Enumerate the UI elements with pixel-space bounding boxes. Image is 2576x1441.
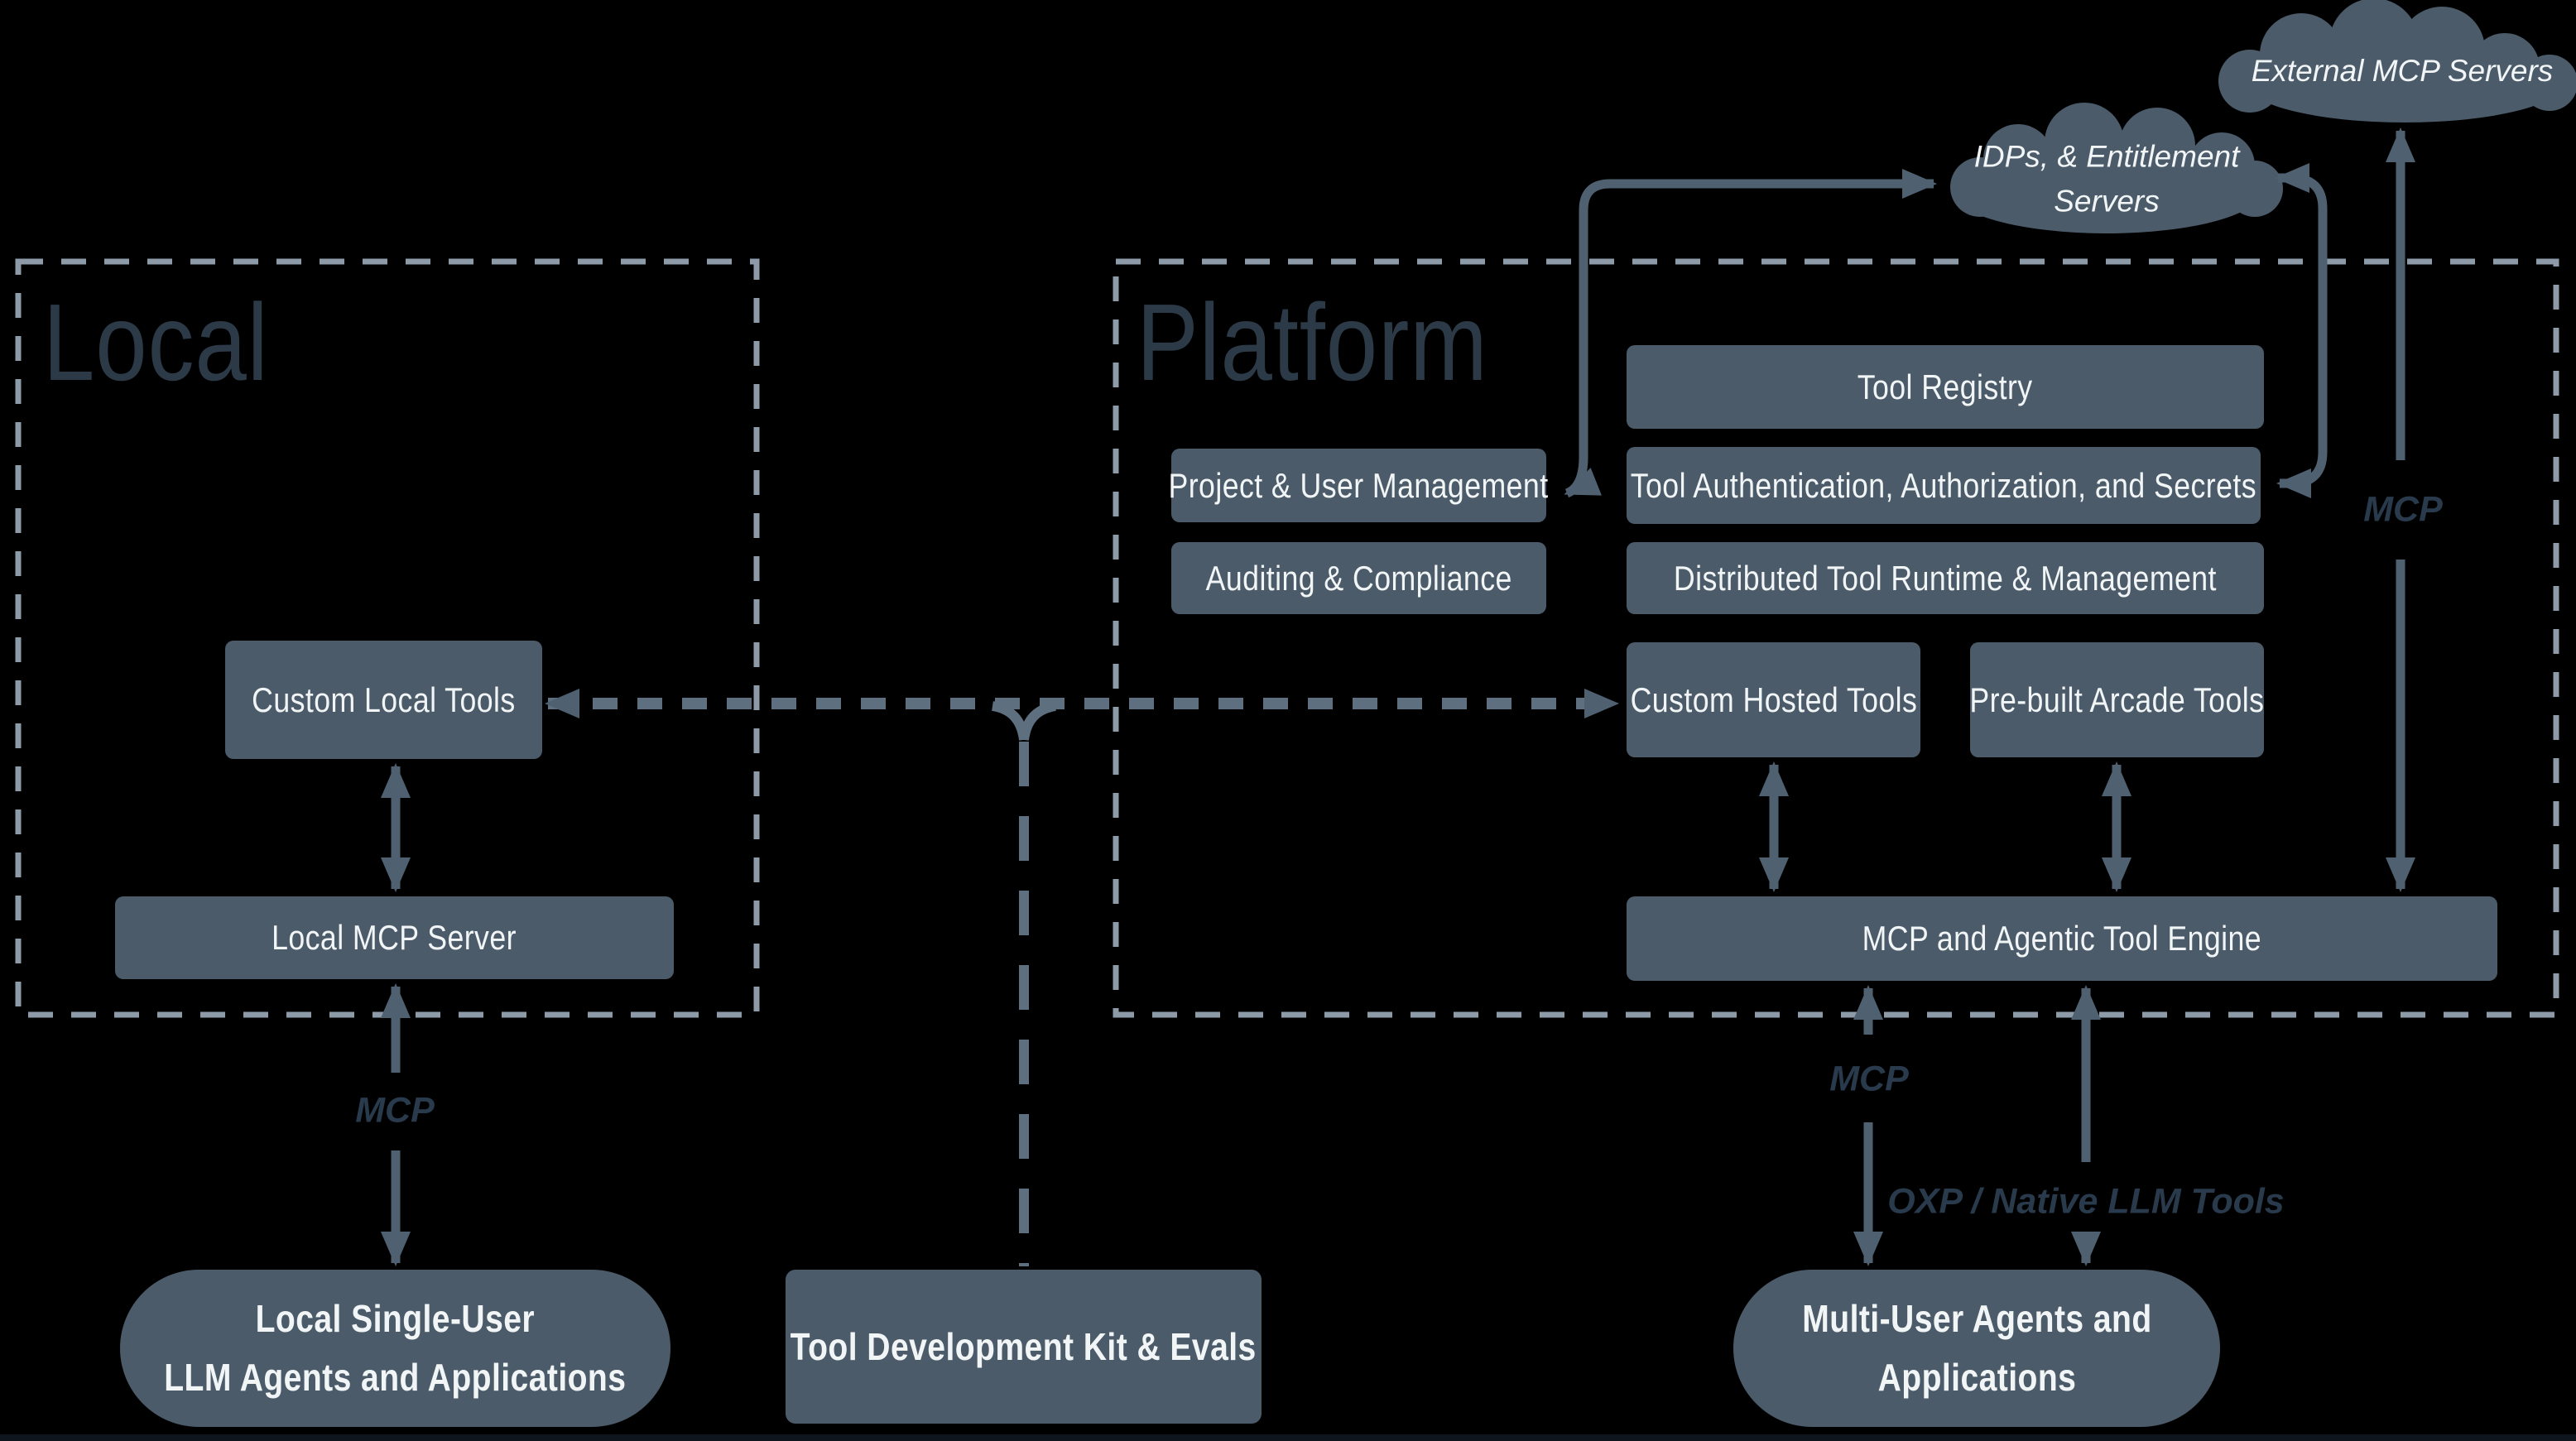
node-project-user-management: Project & User Management (1168, 449, 1550, 522)
platform-region-title: Platform (1137, 281, 1488, 403)
local-agents-label: Local Single-User LLM Agents and Applica… (164, 1290, 626, 1408)
external-mcp-servers-cloud (2218, 0, 2576, 122)
node-mcp-agentic-tool-engine: MCP and Agentic Tool Engine (1627, 896, 2497, 981)
multi-user-line2: Applications (1877, 1356, 2076, 1399)
node-tool-auth: Tool Authentication, Authorization, and … (1627, 447, 2261, 524)
idps-entitlement-label: IDPs, & Entitlement Servers (1974, 134, 2240, 223)
local-agents-line2: LLM Agents and Applications (164, 1356, 627, 1399)
platform-region-border (1113, 258, 2559, 1018)
tdk-label: Tool Development Kit & Evals (790, 1325, 1257, 1368)
idps-label-line2: Servers (2054, 184, 2160, 218)
bottom-window-edge (0, 1434, 2576, 1441)
idps-entitlement-cloud (1950, 103, 2283, 233)
multi-user-line1: Multi-User Agents and (1801, 1296, 2152, 1340)
edge-label-mcp-external: MCP (2363, 489, 2443, 530)
edge-tool-auth-to-idps (2275, 163, 2328, 498)
tool-auth-label: Tool Authentication, Authorization, and … (1630, 465, 2257, 505)
project-user-management-label: Project & User Management (1168, 465, 1550, 505)
distributed-runtime-label: Distributed Tool Runtime & Management (1673, 558, 2218, 598)
node-tool-registry: Tool Registry (1627, 345, 2264, 429)
external-mcp-servers-label: External MCP Servers (2251, 54, 2554, 89)
edge-label-oxp: OXP / Native LLM Tools (1887, 1181, 2285, 1222)
idps-label-line1: IDPs, & Entitlement (1973, 139, 2240, 174)
edge-label-mcp-engine: MCP (1829, 1059, 1909, 1099)
node-custom-local-tools: Custom Local Tools (225, 641, 542, 759)
local-agents-line1: Local Single-User (255, 1296, 536, 1340)
edge-label-mcp-local: MCP (355, 1090, 435, 1131)
local-mcp-server-label: Local MCP Server (272, 918, 517, 957)
custom-hosted-tools-label: Custom Hosted Tools (1630, 680, 1917, 719)
node-local-single-user-agents: Local Single-User LLM Agents and Applica… (120, 1270, 670, 1427)
node-auditing-compliance: Auditing & Compliance (1171, 542, 1546, 614)
node-tool-development-kit: Tool Development Kit & Evals (786, 1270, 1262, 1424)
node-custom-hosted-tools: Custom Hosted Tools (1627, 642, 1920, 757)
edge-branch-join-left (991, 701, 1029, 741)
local-region-title: Local (43, 281, 269, 403)
custom-local-tools-label: Custom Local Tools (252, 680, 516, 719)
edge-project-mgmt-to-idps (1564, 169, 1937, 498)
node-multi-user-agents: Multi-User Agents and Applications (1733, 1270, 2220, 1427)
edge-branch-join-right (1019, 701, 1057, 741)
node-prebuilt-arcade-tools: Pre-built Arcade Tools (1970, 642, 2264, 757)
multi-user-label: Multi-User Agents and Applications (1802, 1290, 2151, 1408)
tool-registry-label: Tool Registry (1858, 367, 2033, 406)
node-distributed-runtime: Distributed Tool Runtime & Management (1627, 542, 2264, 614)
node-local-mcp-server: Local MCP Server (115, 896, 674, 979)
auditing-compliance-label: Auditing & Compliance (1205, 558, 1512, 598)
engine-label: MCP and Agentic Tool Engine (1862, 919, 2262, 958)
prebuilt-arcade-tools-label: Pre-built Arcade Tools (1969, 680, 2265, 719)
